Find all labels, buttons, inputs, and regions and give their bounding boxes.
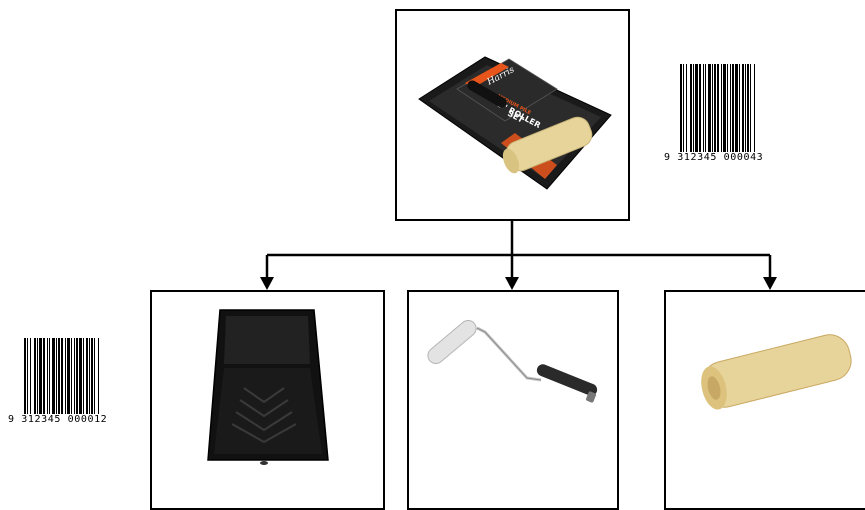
parent-node-roller-set: Harris MEDIUM PILE 9" ROLLER SET bbox=[395, 9, 630, 221]
roller-frame-image bbox=[409, 292, 617, 508]
barcode-digits: 9 312345 000043 bbox=[664, 152, 763, 163]
child-barcode: 9 312345 000012 bbox=[6, 336, 146, 446]
paint-tray-image bbox=[152, 292, 383, 508]
arrow-head-sleeve bbox=[763, 277, 777, 290]
parent-barcode: 9 312345 000043 bbox=[662, 62, 802, 172]
child-node-roller-sleeve bbox=[664, 290, 865, 510]
roller-sleeve-image bbox=[666, 292, 865, 508]
arrow-head-tray bbox=[260, 277, 274, 290]
child-node-paint-tray bbox=[150, 290, 385, 510]
barcode-digits: 9 312345 000012 bbox=[8, 414, 107, 425]
child-node-roller-frame bbox=[407, 290, 619, 510]
roller-set-image: Harris MEDIUM PILE 9" ROLLER SET bbox=[397, 11, 628, 219]
arrow-head-frame bbox=[505, 277, 519, 290]
barcode-bars bbox=[662, 62, 802, 162]
